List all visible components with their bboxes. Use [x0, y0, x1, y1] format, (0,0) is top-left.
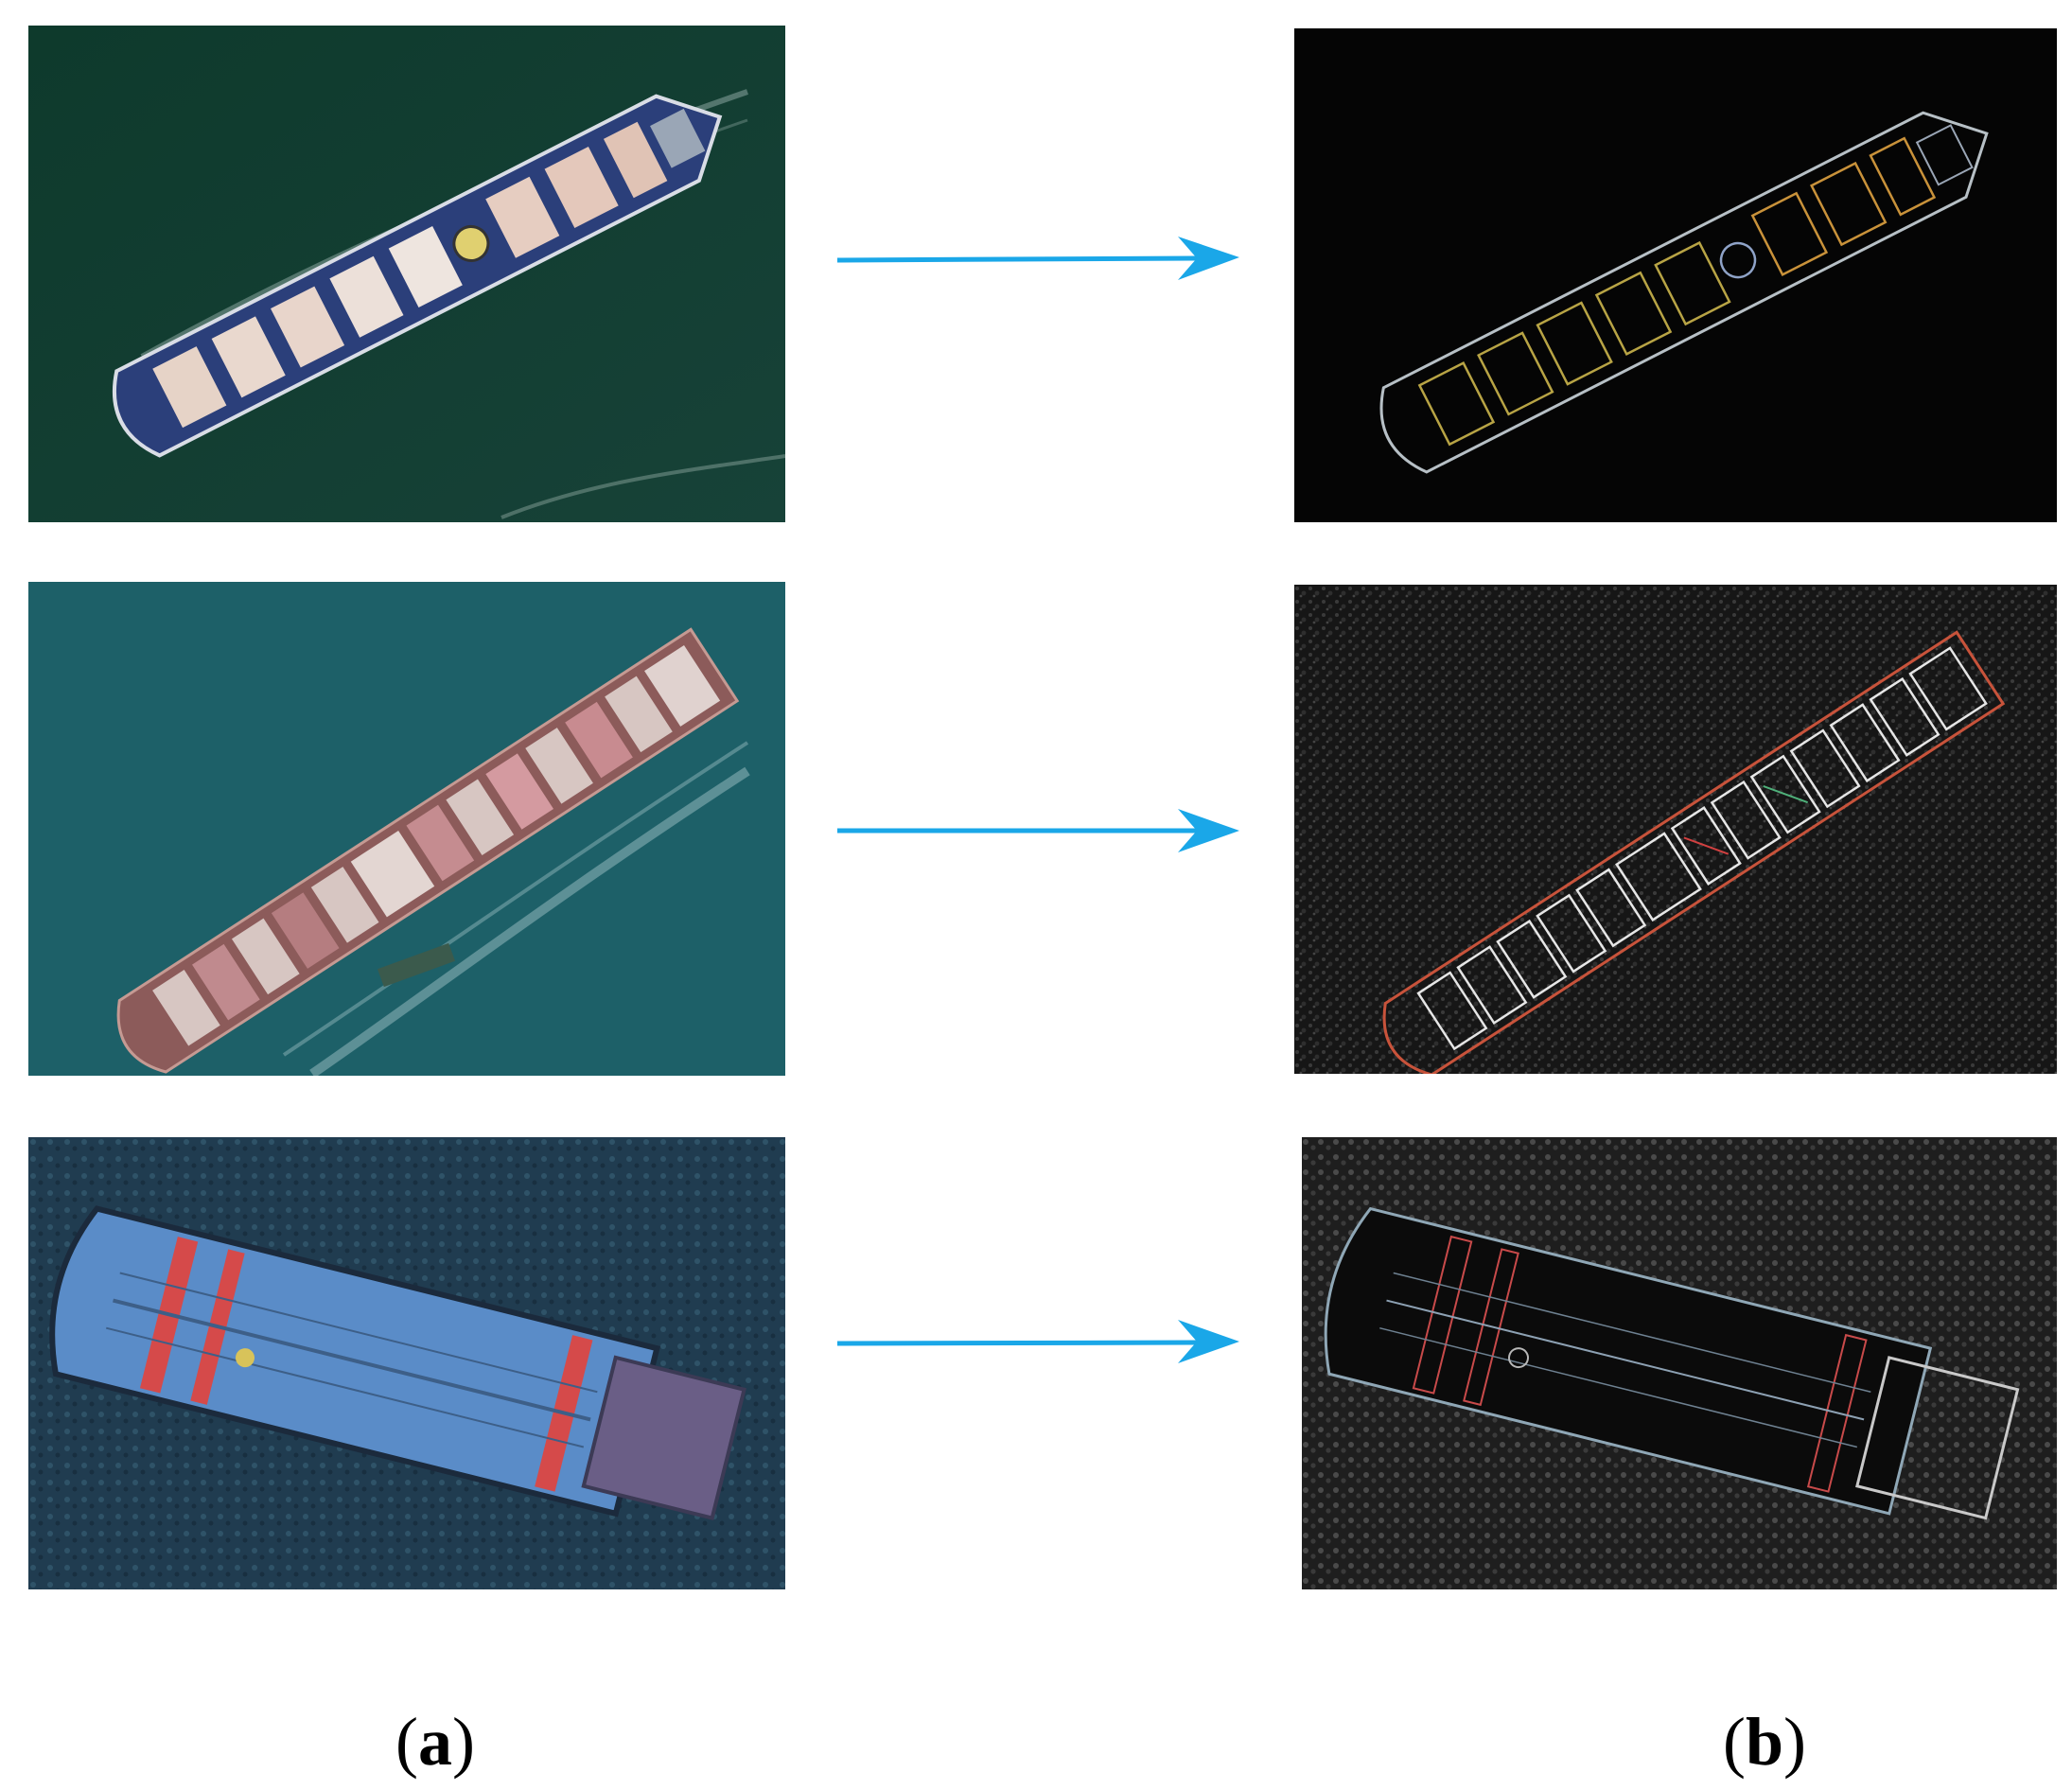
ship-image-3-original: [28, 1137, 785, 1589]
arrow-icon: [837, 809, 1239, 852]
arrow-icon: [836, 1320, 1239, 1363]
arrow-icon: [836, 237, 1239, 280]
ship-image-2-original: [28, 582, 785, 1076]
ship-edge-map-1: [1294, 28, 2057, 522]
ship-image-1-original: [28, 26, 785, 522]
ship-edge-map-3: [1302, 1137, 2057, 1589]
panel-label-a: (a): [395, 1704, 475, 1780]
panel-label-b: (b): [1722, 1704, 1806, 1780]
ship-edge-map-2: [1294, 585, 2057, 1074]
